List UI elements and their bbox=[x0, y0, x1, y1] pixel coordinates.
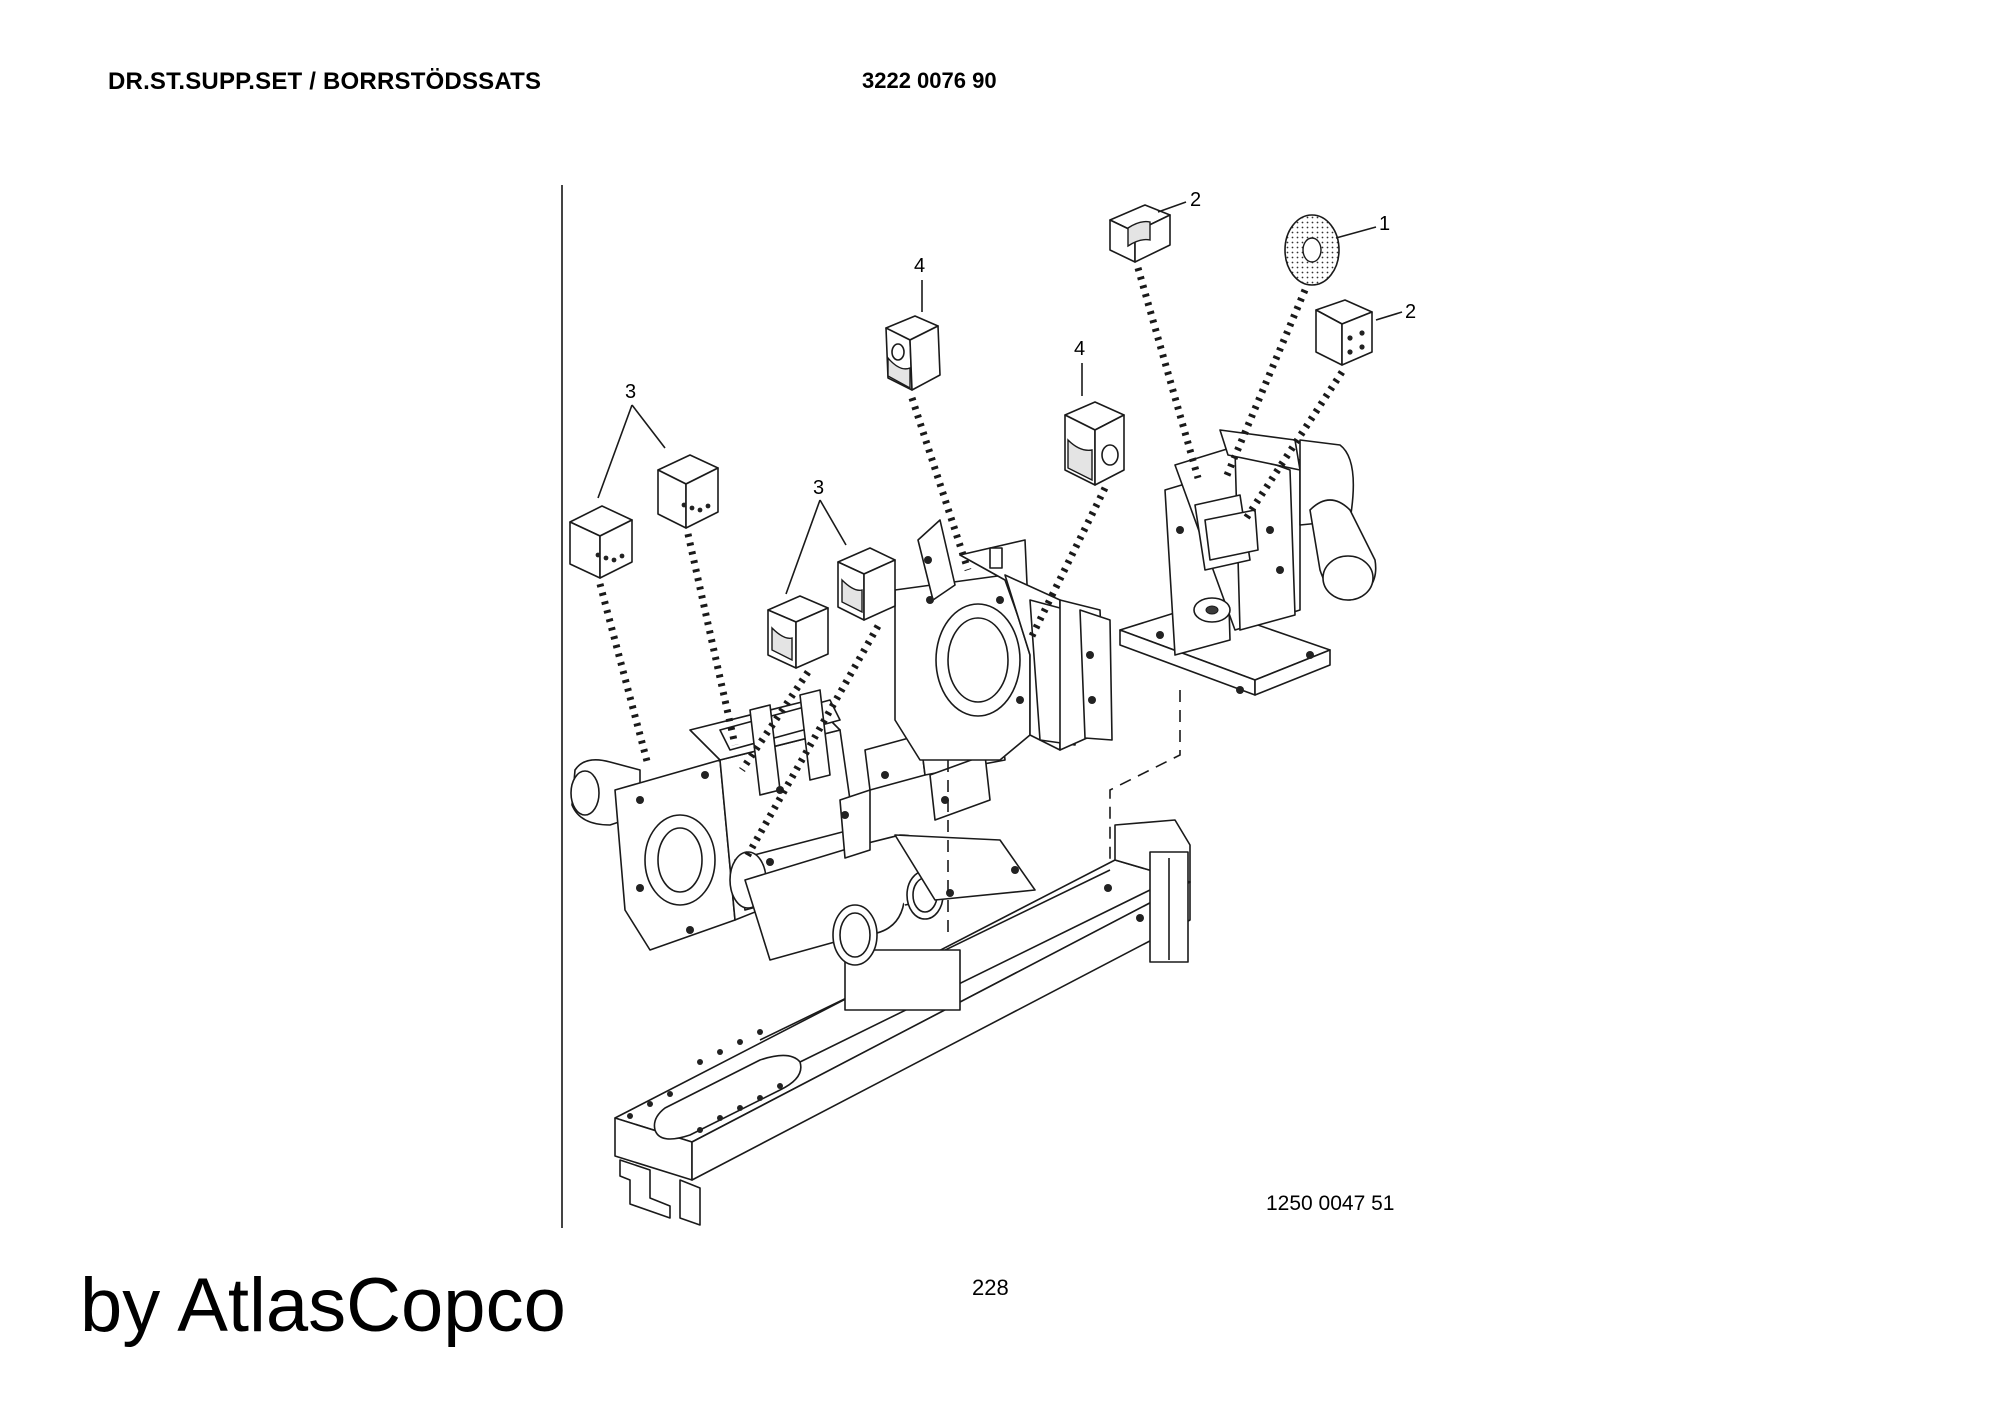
document-title: DR.ST.SUPP.SET / BORRSTÖDSSATS bbox=[108, 68, 542, 95]
part-block-item-2-right bbox=[1315, 299, 1373, 366]
callout-4: 4 bbox=[914, 255, 925, 277]
part-block-item-4-upper bbox=[885, 315, 941, 391]
part-number: 3222 0076 90 bbox=[862, 68, 997, 93]
part-block-item-2-upper bbox=[1109, 204, 1171, 263]
callout-3: 3 bbox=[813, 477, 824, 499]
drawing-number: 1250 0047 51 bbox=[1266, 1192, 1395, 1215]
part-jaw-item-3-b bbox=[657, 454, 719, 529]
assembly-path-line bbox=[1109, 690, 1181, 865]
centre-drill-support-assembly bbox=[864, 519, 1113, 901]
part-jaw-item-3-c bbox=[767, 595, 829, 669]
left-drill-support-assembly bbox=[570, 689, 961, 1011]
part-washer-item-1 bbox=[1284, 214, 1340, 286]
part-jaw-item-3-a bbox=[569, 505, 633, 579]
part-jaw-item-3-d bbox=[837, 547, 896, 621]
exploded-view-paths bbox=[596, 267, 1345, 862]
part-block-item-4-middle bbox=[1064, 401, 1125, 486]
callout-leader-lines bbox=[597, 201, 1403, 595]
page-number: 228 bbox=[972, 1275, 1009, 1300]
callout-2: 2 bbox=[1405, 301, 1416, 323]
callout-2: 2 bbox=[1190, 189, 1201, 211]
callout-1: 1 bbox=[1379, 213, 1390, 235]
callout-3: 3 bbox=[625, 381, 636, 403]
callout-4: 4 bbox=[1074, 338, 1085, 360]
right-drill-support-assembly bbox=[1119, 429, 1377, 696]
watermark: by AtlasCopco bbox=[80, 1263, 566, 1348]
